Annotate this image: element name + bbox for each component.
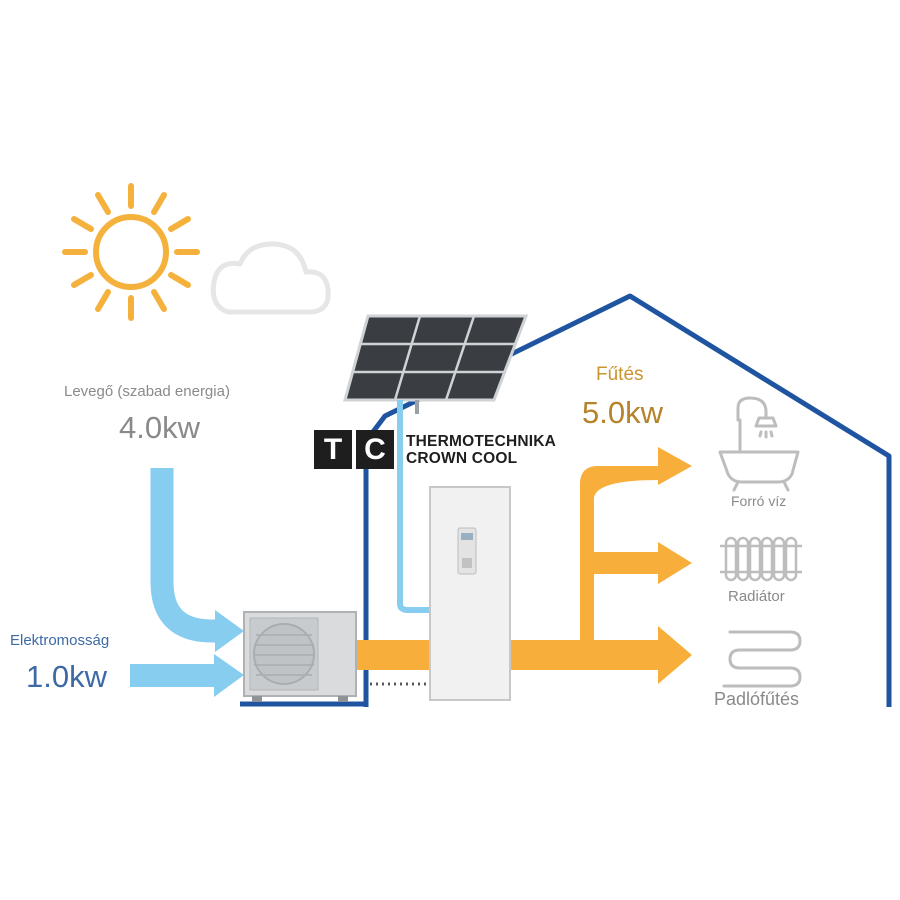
air-energy-value: 4.0kw bbox=[119, 410, 200, 445]
electricity-flow-arrow bbox=[130, 654, 244, 697]
heating-value: 5.0kw bbox=[582, 395, 663, 430]
heating-label: Fűtés bbox=[596, 364, 644, 385]
air-flow-arrow bbox=[150, 468, 244, 652]
electricity-value: 1.0kw bbox=[26, 659, 107, 694]
underfloor-heating-icon bbox=[722, 630, 802, 688]
sun-icon bbox=[62, 183, 200, 321]
company-logo: T C THERMOTECHNIKA CROWN COOL bbox=[314, 430, 556, 469]
underfloor-heating-label: Padlófűtés bbox=[714, 689, 800, 709]
air-energy-label: Levegő (szabad energia) bbox=[64, 383, 230, 400]
cloud-icon bbox=[210, 241, 331, 315]
radiator-icon bbox=[720, 536, 802, 582]
solar-panel-icon bbox=[343, 314, 529, 414]
electricity-label: Elektromosság bbox=[10, 632, 110, 649]
logo-wordmark: THERMOTECHNIKA CROWN COOL bbox=[406, 433, 556, 467]
logo-mark-t: T bbox=[314, 430, 352, 469]
solar-pipe bbox=[397, 400, 430, 613]
radiator-label: Radiátor bbox=[728, 588, 785, 605]
hot-water-label: Forró víz bbox=[731, 493, 787, 509]
outdoor-unit-icon bbox=[243, 611, 357, 702]
indoor-unit-icon bbox=[429, 486, 511, 701]
heat-flow-arrows bbox=[356, 447, 692, 684]
bathtub-icon bbox=[718, 396, 800, 492]
logo-line-1: THERMOTECHNIKA bbox=[406, 432, 557, 450]
logo-line-2: CROWN COOL bbox=[406, 449, 518, 467]
logo-mark-c: C bbox=[356, 430, 394, 469]
